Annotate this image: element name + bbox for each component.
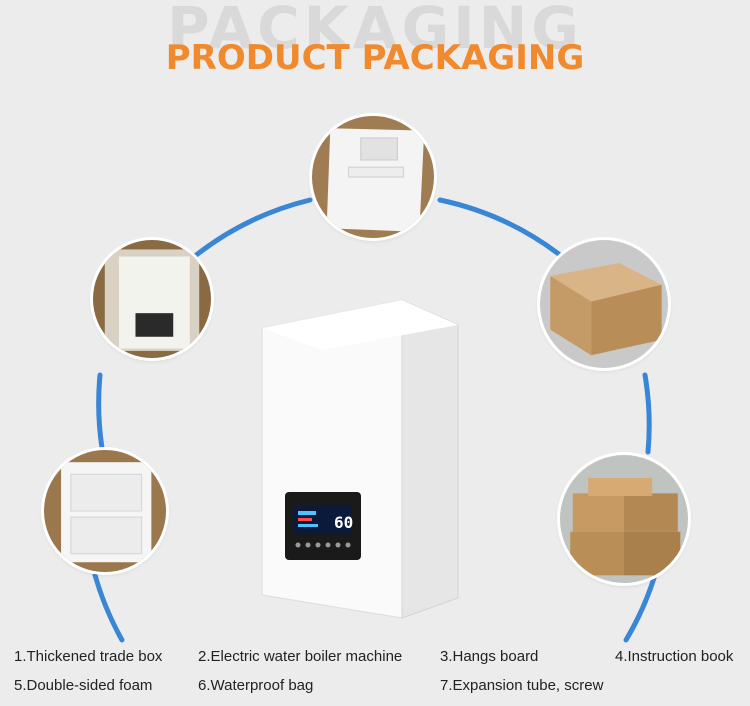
photo-boiler-in-foam	[93, 240, 211, 358]
photo-foam-frame	[44, 450, 166, 572]
circle-arc	[92, 197, 658, 643]
caption-item-1: 1.Thickened trade box	[14, 648, 163, 665]
caption-item-5: 5.Double-sided foam	[14, 677, 153, 694]
caption-item-7: 7.Expansion tube, screw	[440, 677, 604, 694]
photo-trade-box	[540, 240, 668, 368]
photo-foam-top	[312, 116, 434, 238]
caption-item-3: 3.Hangs board	[440, 648, 539, 665]
control-buttons	[295, 542, 351, 548]
photo-stacked-boxes	[560, 455, 688, 583]
page-title: PRODUCT PACKAGING	[165, 38, 585, 78]
caption-item-6: 6.Waterproof bag	[198, 677, 314, 694]
lcd-temperature: 60	[334, 513, 353, 532]
background-watermark: PACKAGING	[167, 0, 583, 62]
caption-item-4: 4.Instruction book	[615, 648, 734, 665]
caption-item-2: 2.Electric water boiler machine	[198, 648, 403, 665]
boiler-device	[261, 299, 459, 619]
